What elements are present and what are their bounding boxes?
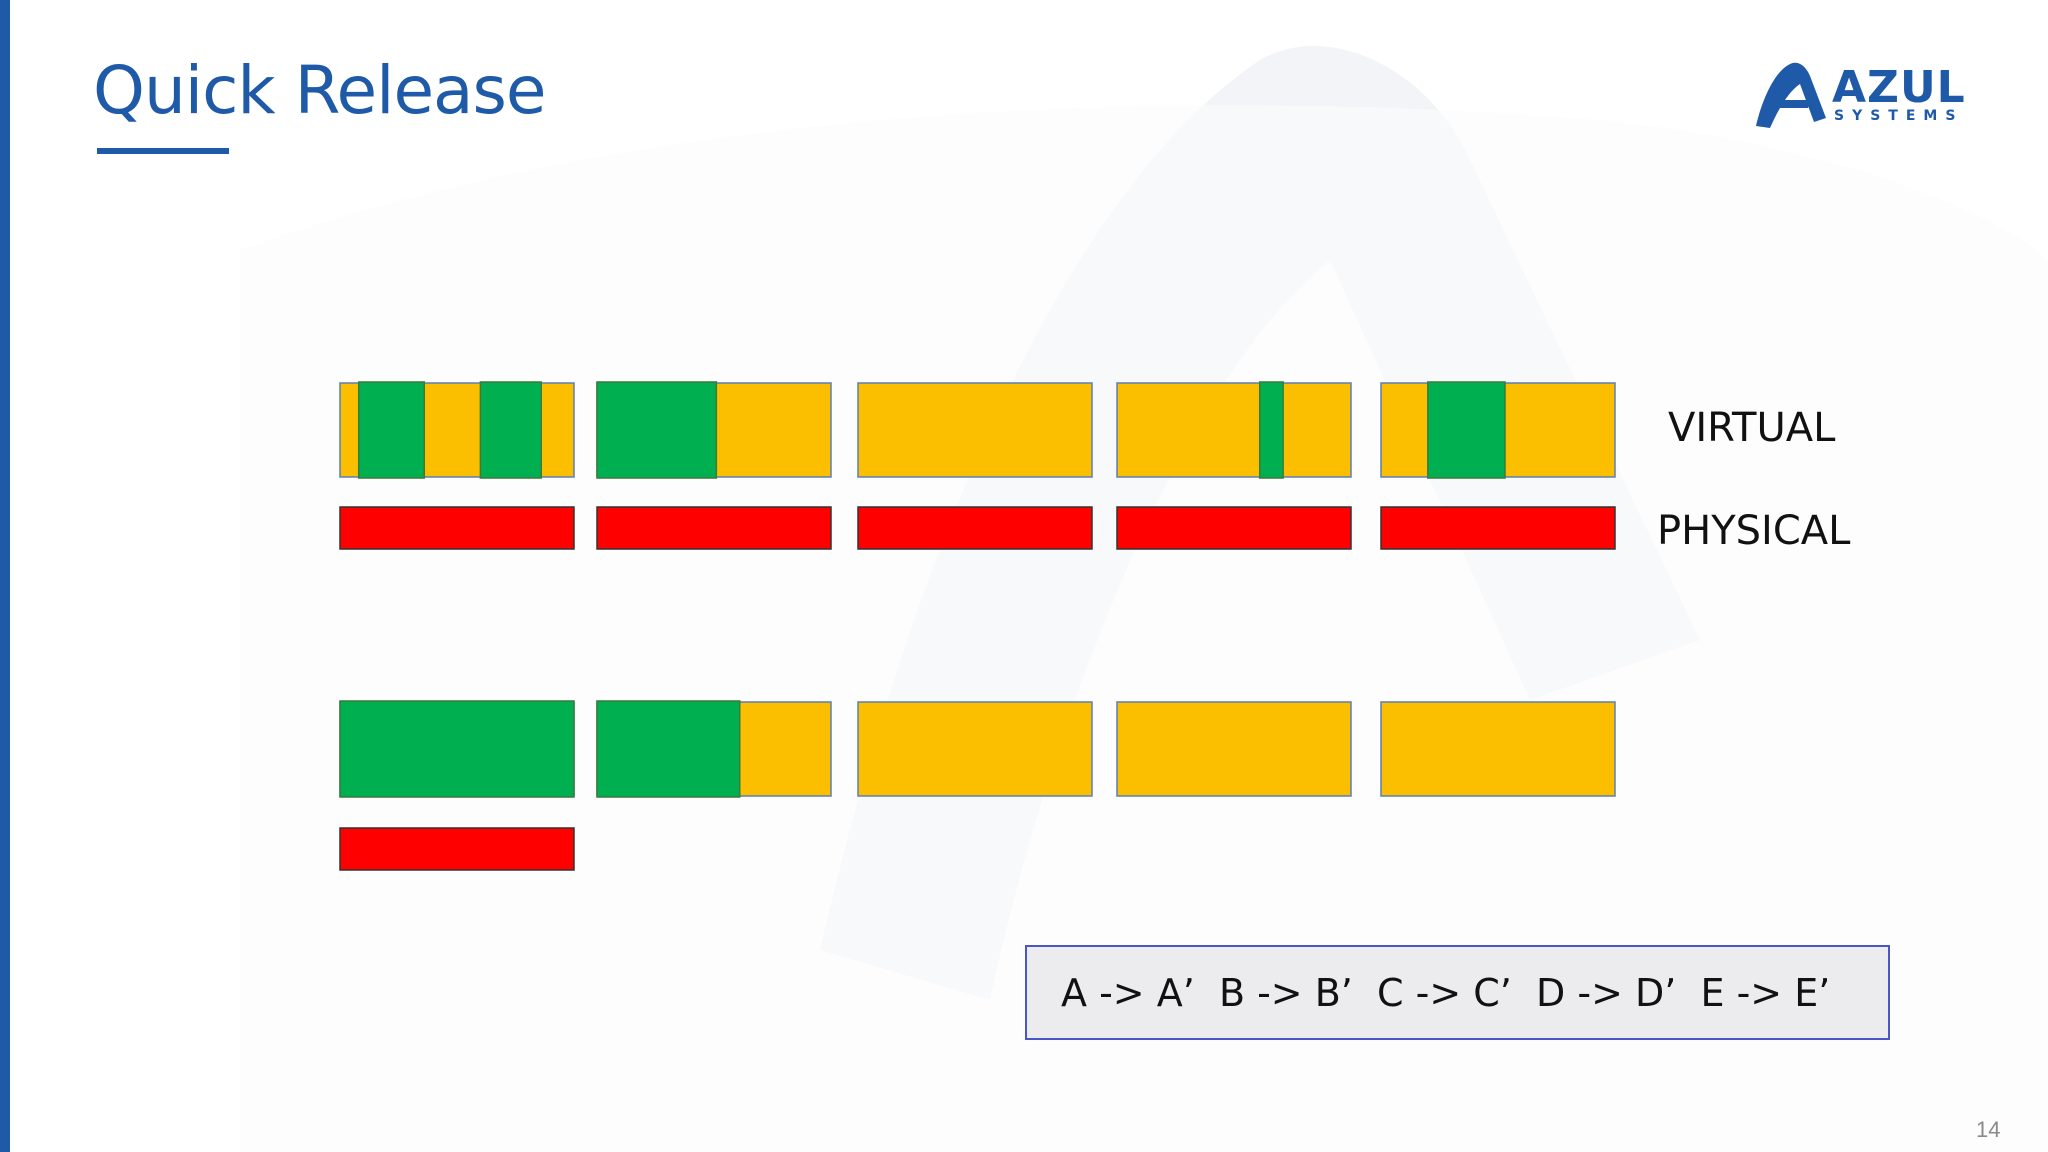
before-virtual-page-b-used-1 [596,381,718,479]
azul-logo: AZUL SYSTEMS [1752,60,1992,136]
slide-title: Quick Release [93,52,546,129]
before-virtual-page-d [1116,382,1352,478]
after-virtual-page-d [1116,701,1352,797]
mapping-legend-text: A -> A’ B -> B’ C -> C’ D -> D’ E -> E’ [1061,971,1831,1015]
azul-logo-sub: SYSTEMS [1834,108,1964,124]
mapping-legend-box: A -> A’ B -> B’ C -> C’ D -> D’ E -> E’ [1025,945,1890,1040]
before-physical-page-d-prime [1116,506,1352,550]
before-physical-page-a-prime [339,506,575,550]
before-physical-page-c-prime [857,506,1093,550]
after-virtual-page-b-used-1 [596,700,741,798]
page-number: 14 [1976,1117,2001,1142]
azul-logo-mark-icon [1756,62,1826,129]
before-virtual-page-e-used-1 [1427,381,1506,479]
before-physical-page-e-prime [1380,506,1616,550]
before-virtual-page-a-used-2 [479,381,542,479]
after-virtual-page-e [1380,701,1616,797]
before-virtual-page-c [857,382,1093,478]
before-virtual-page-d-used-1 [1258,381,1284,479]
after-virtual-page-a-used-1 [339,700,575,798]
title-underline [97,148,229,154]
before-virtual-page-a-used-1 [357,381,425,479]
physical-label: PHYSICAL [1657,508,1851,554]
after-virtual-page-c [857,701,1093,797]
before-physical-page-b-prime [596,506,832,550]
left-accent-bar [0,0,10,1152]
virtual-label: VIRTUAL [1668,405,1836,451]
after-physical-page-a-prime [339,827,575,871]
azul-logo-word: AZUL [1832,62,1966,113]
